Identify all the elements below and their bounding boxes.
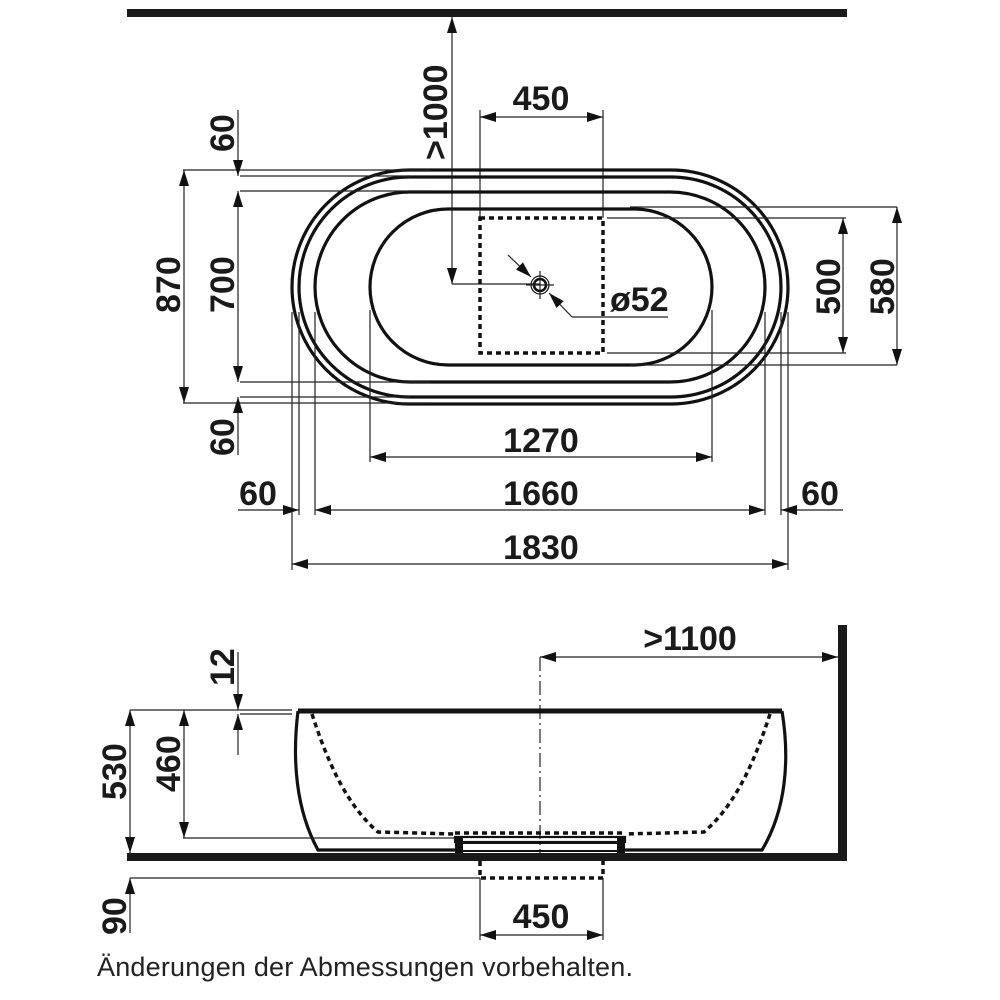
label-basin-width: 580 (864, 258, 902, 315)
dimension-wall-clearance-top: >1000 (417, 17, 540, 285)
drain-icon: ø52 (507, 254, 669, 319)
floor-line (127, 853, 847, 861)
label-wall-clearance-side: >1100 (643, 620, 737, 658)
label-floor-recess: 90 (96, 897, 134, 935)
wall-line-side (838, 625, 847, 861)
label-outer-width: 870 (150, 256, 188, 313)
label-outer-length: 1830 (503, 529, 579, 567)
label-drain-diameter: ø52 (610, 281, 669, 319)
wall-line-top (127, 9, 847, 17)
label-rim-bottom: 60 (204, 418, 242, 456)
label-basin-length: 1270 (503, 422, 579, 460)
dimension-waste-zone-width-side: 450 (479, 878, 604, 940)
tub-outline-side (293, 708, 788, 853)
label-wall-clearance-top: >1000 (417, 65, 455, 161)
dimension-wall-clearance-side: >1100 (540, 620, 838, 662)
label-overall-height: 530 (96, 743, 134, 800)
label-waste-zone-width-top: 450 (513, 80, 570, 118)
dimension-right-vertical: 500 580 (607, 206, 902, 366)
top-view: >1000 450 ø52 (127, 9, 902, 570)
tub-outline-top (290, 168, 790, 406)
label-rim-thickness: 12 (204, 648, 242, 686)
side-view: >1100 530 (96, 620, 847, 940)
label-inner-width: 700 (204, 256, 242, 313)
label-rim-top: 60 (204, 114, 242, 152)
label-rim-right: 60 (801, 475, 839, 513)
waste-zone-top (478, 216, 605, 355)
label-waste-zone-width-side: 450 (513, 898, 570, 936)
dimension-left-vertical: 870 700 60 60 (150, 110, 430, 456)
dimension-side-left: 530 460 12 90 (96, 648, 480, 935)
label-water-depth: 460 (150, 735, 188, 792)
label-inner-length: 1660 (503, 475, 579, 513)
dimension-bottom-horizontal: 1270 1660 60 60 1830 (238, 310, 843, 570)
dimension-waste-zone-width-top: 450 (479, 80, 604, 218)
floor-recess (478, 861, 605, 880)
footnote: Änderungen der Abmessungen vorbehalten. (97, 952, 634, 982)
label-waste-zone-depth: 500 (810, 258, 848, 315)
label-rim-left: 60 (239, 475, 277, 513)
